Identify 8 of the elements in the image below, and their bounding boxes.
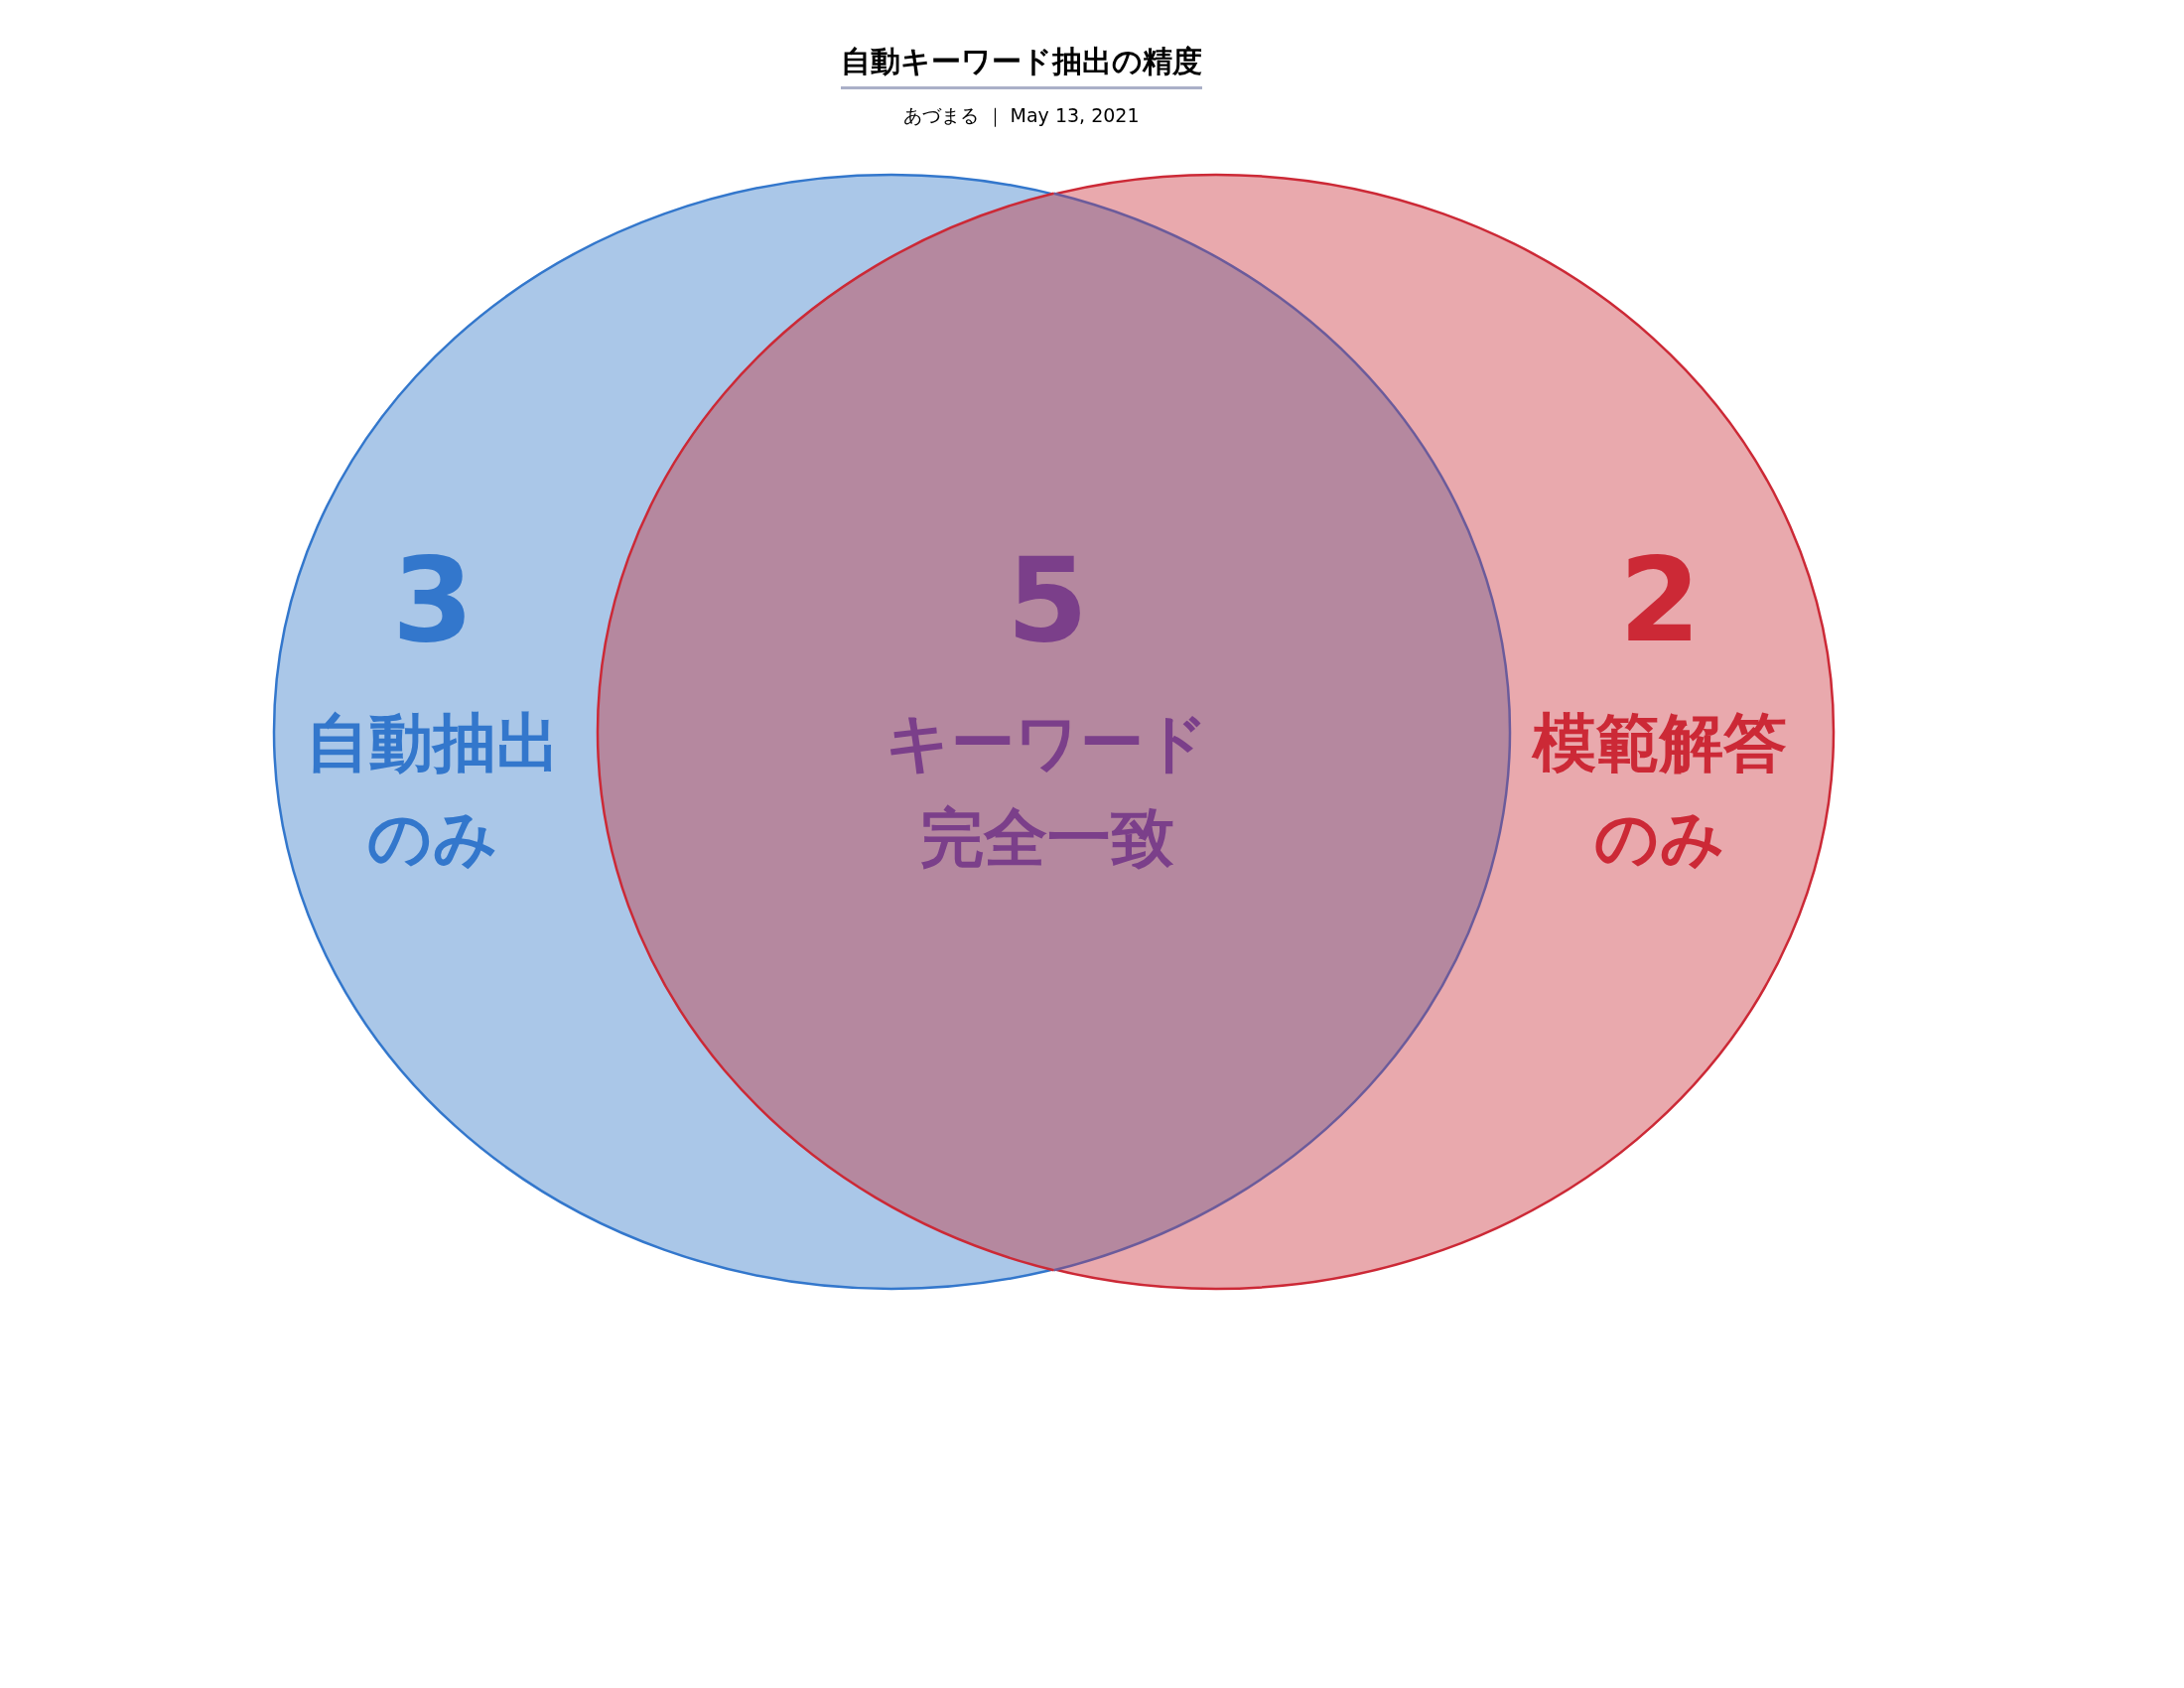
title: 自動キーワード抽出の精度 bbox=[841, 42, 1202, 89]
set-label: 自動抽出のみ bbox=[305, 705, 561, 877]
set-label: キーワード完全一致 bbox=[885, 705, 1210, 877]
set-label: 模範解答のみ bbox=[1530, 705, 1788, 877]
count-number: 3 bbox=[391, 541, 475, 658]
count-number: 5 bbox=[1006, 541, 1089, 658]
count-number: 2 bbox=[1618, 541, 1702, 658]
byline: あづまる ｜ May 13, 2021 bbox=[903, 103, 1140, 129]
